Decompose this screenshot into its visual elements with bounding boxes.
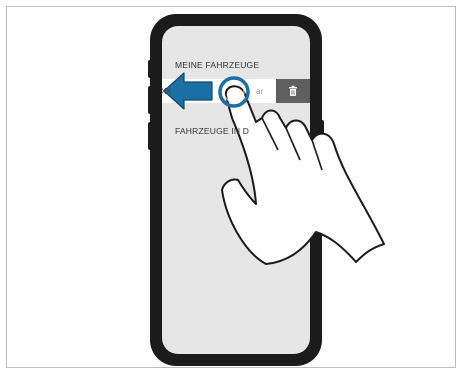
- list-row-text: ar: [256, 87, 263, 96]
- section-label-vehicles-nearby: FAHRZEUGE IN D: [175, 126, 249, 136]
- section-label-my-vehicles: MEINE FAHRZEUGE: [175, 60, 259, 70]
- list-row-text: XX: [161, 87, 172, 96]
- trash-icon: [289, 86, 297, 96]
